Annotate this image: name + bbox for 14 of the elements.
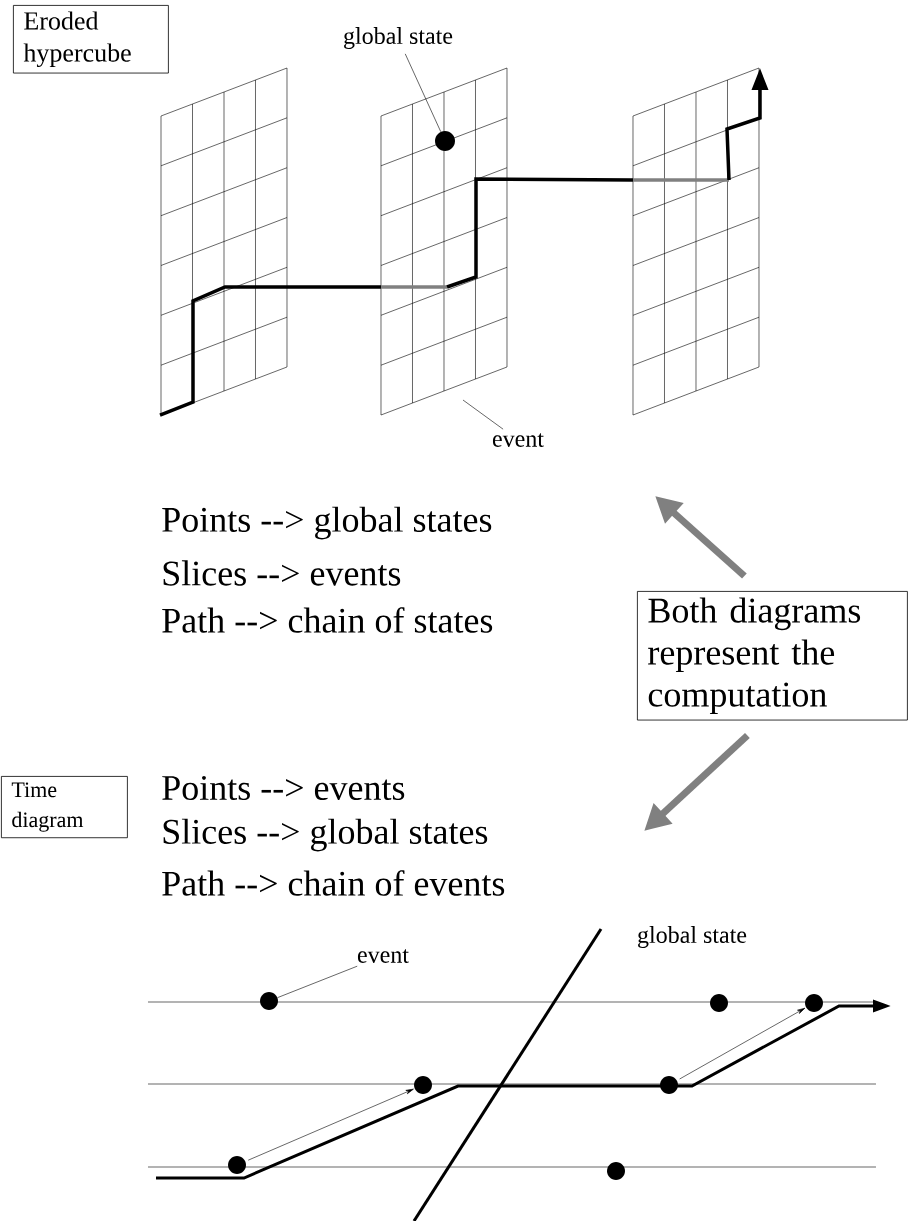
- text-line: Points --> global states: [162, 506, 492, 540]
- text-line: Slices --> global states: [163, 818, 488, 852]
- leader-label: global state: [344, 27, 453, 49]
- text-line: Path --> chain of states: [162, 607, 493, 633]
- leader-label: event: [492, 433, 544, 447]
- label-box: Time diagram: [1, 776, 128, 839]
- text-line: Slices --> events: [163, 560, 401, 586]
- leader-line: [462, 399, 504, 430]
- dot: [435, 131, 455, 151]
- label-box: Eroded hypercube: [13, 5, 169, 74]
- text-line: Path --> chain of events: [162, 870, 505, 896]
- text-line: Points --> events: [162, 775, 405, 801]
- note-box: Both diagrams represent the computation: [637, 591, 908, 721]
- leader-line: [404, 53, 442, 133]
